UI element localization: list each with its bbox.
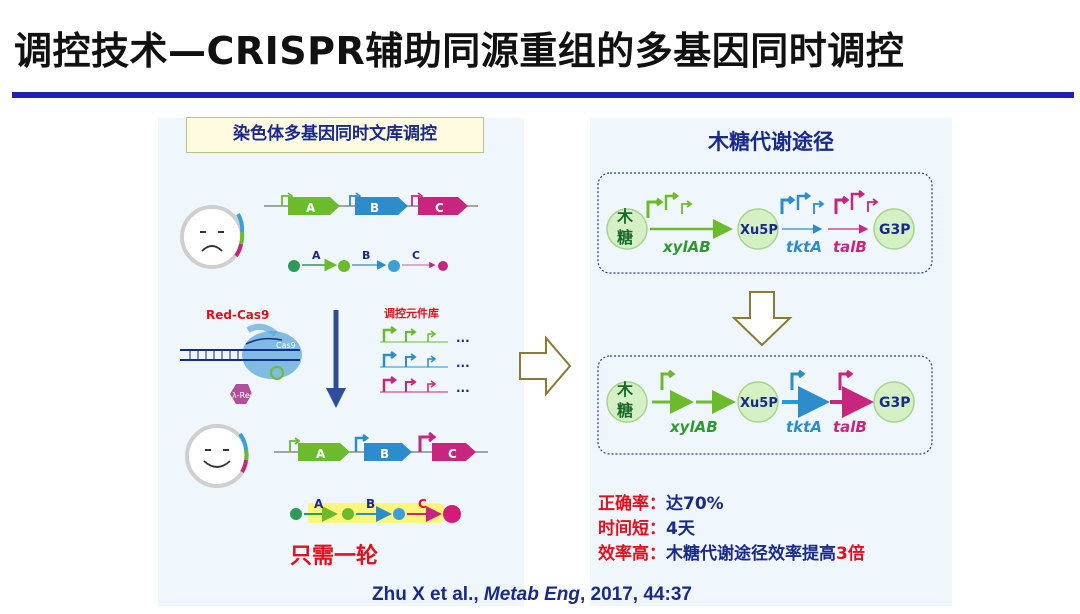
gene-c-label: C <box>435 201 444 215</box>
xylose-node-bottom-1: 木 <box>616 380 634 399</box>
stats-panel <box>590 484 952 606</box>
library-ellipsis-3: ··· <box>456 384 470 398</box>
library-ellipsis-2: ··· <box>456 359 470 373</box>
stat-highlight-efficiency: 3倍 <box>836 544 865 564</box>
tuned-gene-c-label: C <box>448 447 457 461</box>
stat-value-efficiency: 木糖代谢途径效率提高 <box>666 544 836 564</box>
citation: Zhu X et al., Metab Eng, 2017, 44:37 <box>372 584 692 606</box>
tuned-gene-a-label: A <box>316 447 326 461</box>
red-cas9-label: Red-Cas9 <box>206 308 269 322</box>
g3p-node-top: G3P <box>879 222 911 238</box>
gene-a-label: A <box>306 201 316 215</box>
gene-talb-top: talB <box>833 238 867 256</box>
result-label: 只需一轮 <box>290 544 379 569</box>
right-arrow-icon <box>519 335 572 397</box>
stat-label-accuracy: 正确率： <box>598 494 666 514</box>
gene-talb-bottom: talB <box>833 418 867 436</box>
lambda-red-label: λ-Red <box>232 391 255 400</box>
pathway-box-tuned <box>597 355 933 455</box>
gene-b-label: B <box>370 201 379 215</box>
flux-a-label: A <box>312 249 321 262</box>
sad-face-cell-icon <box>180 205 245 269</box>
xu5p-node-bottom: Xu5P <box>740 396 778 411</box>
gene-cluster-original <box>264 192 478 215</box>
flux-tuned <box>290 503 461 523</box>
left-panel <box>158 118 524 606</box>
gene-tkta-bottom: tktA <box>786 418 822 436</box>
stat-row-time: 时间短：4天 <box>598 514 695 539</box>
stat-row-efficiency: 效率高：木糖代谢途径效率提高3倍 <box>598 539 865 564</box>
tuned-flux-a-label: A <box>314 497 324 511</box>
right-panel-header: 木糖代谢途径 <box>708 130 834 154</box>
gene-cluster-tuned <box>274 431 488 461</box>
citation-authors: Zhu X et al., <box>372 584 484 605</box>
xylose-node-bottom-2: 糖 <box>617 401 633 420</box>
tuned-flux-c-label: C <box>418 497 427 511</box>
gene-xylab-bottom: xylAB <box>669 418 718 436</box>
tuned-gene-b-label: B <box>380 447 389 461</box>
citation-journal: Metab Eng <box>483 584 580 605</box>
citation-rest: , 2017, 44:37 <box>579 584 692 605</box>
pathway-tuned-nodes <box>606 369 915 423</box>
xu5p-node-top: Xu5P <box>740 223 778 238</box>
stat-value-accuracy: 达70% <box>666 494 724 514</box>
stat-value-time: 4天 <box>666 519 695 539</box>
xylose-node-top-1: 木 <box>616 207 634 226</box>
page-title: 调控技术—CRISPR辅助同源重组的多基因同时调控 <box>14 29 905 73</box>
tuned-flux-b-label: B <box>366 497 375 511</box>
left-panel-header: 染色体多基因同时文库调控 <box>186 117 484 153</box>
cas9-label: Cas9 <box>276 341 296 350</box>
happy-face-cell-icon <box>185 424 249 488</box>
cas9-complex-icon <box>180 323 302 404</box>
stat-row-accuracy: 正确率：达70% <box>598 489 724 514</box>
gene-tkta-top: tktA <box>786 238 822 256</box>
stat-label-efficiency: 效率高： <box>598 544 666 564</box>
flux-c-label: C <box>412 249 420 262</box>
xylose-node-top-2: 糖 <box>617 228 633 247</box>
stat-label-time: 时间短： <box>598 519 666 539</box>
library-label: 调控元件库 <box>384 306 439 320</box>
library-ellipsis-1: ··· <box>456 334 470 348</box>
flux-b-label: B <box>362 249 370 262</box>
title-divider <box>12 92 1074 98</box>
hollow-down-arrow-icon <box>731 291 793 347</box>
g3p-node-bottom: G3P <box>879 395 911 411</box>
down-arrow-icon <box>326 310 346 408</box>
pathway-original-nodes <box>606 190 915 250</box>
promoter-library-icon <box>380 326 448 393</box>
gene-xylab-top: xylAB <box>662 238 711 256</box>
flux-original <box>288 258 448 272</box>
